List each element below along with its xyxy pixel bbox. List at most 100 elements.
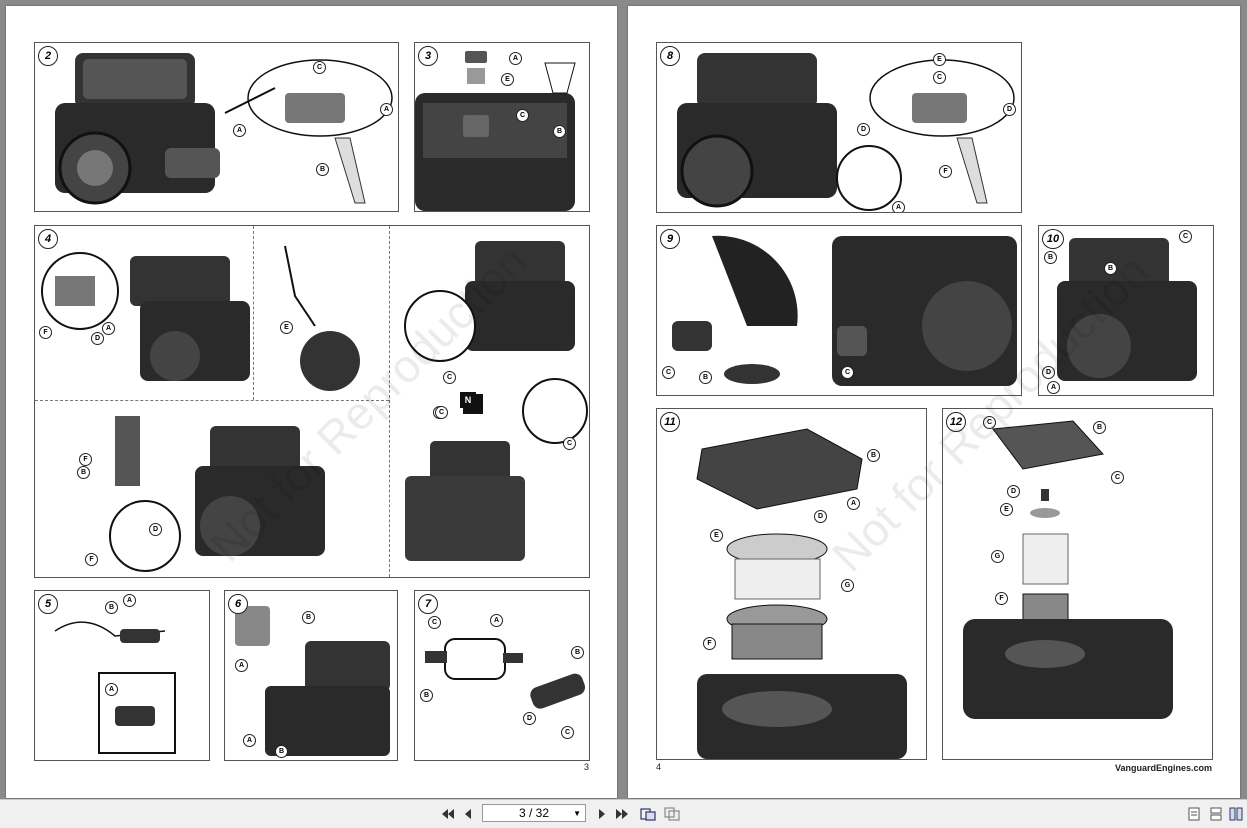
callout-c: C xyxy=(1111,471,1124,484)
callout-a: A xyxy=(235,659,248,672)
continuous-icon[interactable] xyxy=(1208,806,1224,822)
callout-a: A xyxy=(102,322,115,335)
step-number: 4 xyxy=(38,229,58,249)
single-page-icon[interactable] xyxy=(1186,806,1202,822)
step-7-panel: 7 C A B B D C xyxy=(414,590,590,761)
viewer-toolbar: 3 / 32 ▼ xyxy=(0,799,1247,828)
callout-b: B xyxy=(571,646,584,659)
divider xyxy=(253,226,254,400)
step-number: 6 xyxy=(228,594,248,614)
two-page-icon[interactable] xyxy=(1228,806,1244,822)
callout-c: C xyxy=(662,366,675,379)
callout-c: C xyxy=(983,416,996,429)
callout-e: E xyxy=(1000,503,1013,516)
fit-icon[interactable] xyxy=(664,806,680,822)
callout-c: C xyxy=(428,616,441,629)
step-8-panel: 8 E C D D F A xyxy=(656,42,1022,213)
next-page-icon[interactable] xyxy=(594,806,610,822)
step-number: 7 xyxy=(418,594,438,614)
callout-b: B xyxy=(420,689,433,702)
last-page-icon[interactable] xyxy=(614,806,630,822)
callout-c: C xyxy=(313,61,326,74)
page-number: 4 xyxy=(656,762,662,772)
rotate-icon[interactable] xyxy=(640,806,656,822)
callout-d: D xyxy=(91,332,104,345)
callout-e: E xyxy=(280,321,293,334)
fuel-shutoff-label: N xyxy=(460,392,476,408)
callout-d: D xyxy=(523,712,536,725)
callout-c: C xyxy=(435,406,448,419)
callout-a: A xyxy=(243,734,256,747)
air-cleaner-exploded-view xyxy=(963,420,1173,719)
callout-a: A xyxy=(847,497,860,510)
prev-page-icon[interactable] xyxy=(460,806,476,822)
callout-b: B xyxy=(553,125,566,138)
callout-b: B xyxy=(105,601,118,614)
step-number: 2 xyxy=(38,46,58,66)
callout-d: D xyxy=(1007,485,1020,498)
air-cleaner-exploded-view xyxy=(696,428,907,759)
step-number: 8 xyxy=(660,46,680,66)
callout-g: G xyxy=(991,550,1004,563)
callout-a: A xyxy=(1047,381,1060,394)
fuel-filter-illustration xyxy=(425,638,586,709)
callout-b: B xyxy=(302,611,315,624)
callout-c: C xyxy=(443,371,456,384)
step-3-panel: 3 A E C B xyxy=(414,42,590,212)
callout-a: A xyxy=(490,614,503,627)
page-selector[interactable]: 3 / 32 ▼ xyxy=(482,804,586,822)
step-5-panel: 5 B A A xyxy=(34,590,210,761)
callout-c: C xyxy=(516,109,529,122)
step-12-panel: 12 C B C D E G F xyxy=(942,408,1213,760)
callout-f: F xyxy=(39,326,52,339)
callout-f: F xyxy=(79,453,92,466)
callout-c: C xyxy=(841,366,854,379)
oil-filter-illustration xyxy=(672,235,1017,386)
chevron-down-icon: ▼ xyxy=(573,809,581,818)
engine-illustrations xyxy=(41,241,588,572)
callout-d: D xyxy=(1003,103,1016,116)
callout-f: F xyxy=(85,553,98,566)
callout-d: D xyxy=(149,523,162,536)
engine-illustration xyxy=(1057,238,1197,381)
callout-c: C xyxy=(561,726,574,739)
step-number: 3 xyxy=(418,46,438,66)
brand-url: VanguardEngines.com xyxy=(1114,763,1212,773)
first-page-icon[interactable] xyxy=(440,806,456,822)
step-9-panel: 9 C B C xyxy=(656,225,1022,396)
callout-e: E xyxy=(710,529,723,542)
step-number: 5 xyxy=(38,594,58,614)
callout-a: A xyxy=(892,201,905,212)
step-number: 12 xyxy=(946,412,966,432)
callout-a: A xyxy=(509,52,522,65)
step-10-panel: 10 B C B D A xyxy=(1038,225,1214,396)
manual-page-right: Not for Reproduction 8 E C D D F A 9 xyxy=(628,6,1240,798)
step-number: 10 xyxy=(1042,229,1064,249)
manual-page-left: Not for Reproduction 2 A B C A 3 xyxy=(6,6,617,798)
step-4-panel: 4 F D A E C C xyxy=(34,225,590,578)
callout-c: C xyxy=(933,71,946,84)
page-number: 3 xyxy=(583,762,589,772)
callout-f: F xyxy=(995,592,1008,605)
callout-b: B xyxy=(1044,251,1057,264)
divider xyxy=(35,400,389,401)
callout-a: A xyxy=(233,124,246,137)
callout-f: F xyxy=(939,165,952,178)
step-2-panel: 2 A B C A xyxy=(34,42,399,212)
callout-a: A xyxy=(123,594,136,607)
step-number: 9 xyxy=(660,229,680,249)
callout-f: F xyxy=(703,637,716,650)
callout-b: B xyxy=(1093,421,1106,434)
callout-e: E xyxy=(933,53,946,66)
callout-b: B xyxy=(316,163,329,176)
step-11-panel: 11 B A D E G F xyxy=(656,408,927,760)
engine-illustration xyxy=(235,606,390,756)
callout-b: B xyxy=(699,371,712,384)
callout-a: A xyxy=(105,683,118,696)
engine-illustration xyxy=(677,53,1015,211)
callout-d: D xyxy=(857,123,870,136)
callout-b: B xyxy=(275,745,288,758)
callout-b: B xyxy=(77,466,90,479)
callout-d: D xyxy=(814,510,827,523)
step-6-panel: 6 B A A B xyxy=(224,590,398,761)
